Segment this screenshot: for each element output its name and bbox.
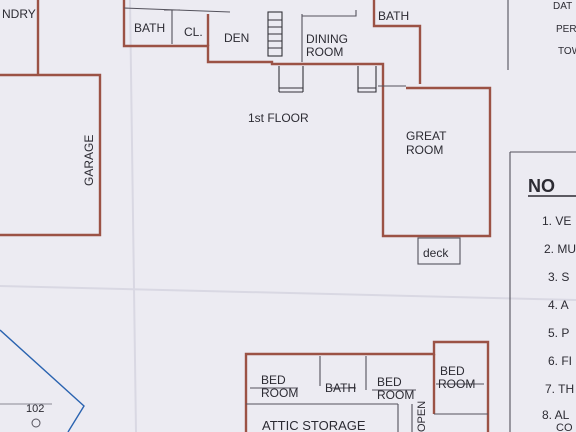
deck-outline — [417, 237, 461, 265]
top-rooms-interior-line — [123, 7, 231, 13]
bath-3-partitions — [319, 356, 367, 390]
lot-boundary-line — [0, 329, 85, 432]
note-item-6: 6. FI — [548, 354, 572, 368]
great-room-walls — [381, 68, 492, 238]
notes-header-3: TOW — [558, 46, 576, 57]
dining-room-label-1: DINING — [306, 32, 348, 46]
stairs-lower — [278, 66, 304, 93]
bedroom-2-label-2: ROOM — [377, 388, 414, 402]
dining-room-partition — [301, 10, 357, 62]
bedroom-3-label-1: BED — [440, 364, 465, 378]
stairs-upper — [267, 11, 283, 57]
bath-2-walls — [372, 0, 422, 84]
notes-header-1: DAT — [553, 1, 572, 12]
bedroom-3-label-2: ROOM — [438, 377, 475, 391]
lot-number-label: 102 — [26, 403, 44, 415]
great-room-label-2: ROOM — [406, 143, 443, 157]
laundry-label: NDRY — [2, 7, 36, 21]
notes-header-2: PER — [556, 24, 576, 35]
bedroom-door-lines — [250, 387, 416, 391]
note-item-7: 7. TH — [545, 382, 574, 396]
top-rooms-outer-wall — [122, 0, 385, 68]
den-label: DEN — [224, 31, 249, 45]
note-item-8: 8. AL — [542, 408, 570, 422]
open-label: OPEN — [416, 401, 428, 432]
bedroom-1-label-1: BED — [261, 373, 286, 387]
garage-label: GARAGE — [82, 135, 96, 186]
closet-label: CL. — [184, 25, 203, 39]
bedroom-1-label-2: ROOM — [261, 386, 298, 400]
note-item-2: 2. MU — [544, 242, 576, 256]
attic-partitions — [246, 403, 488, 432]
great-room-label-1: GREAT — [406, 129, 447, 143]
bath-3-label: BATH — [325, 381, 356, 395]
note-item-8-cont: CO — [556, 422, 573, 432]
deck-label: deck — [423, 246, 449, 260]
bedroom-2-label-1: BED — [377, 375, 402, 389]
garage-walls — [0, 73, 102, 237]
note-item-3: 3. S — [548, 270, 569, 284]
dining-room-label-2: ROOM — [306, 45, 343, 59]
notes-panel-border — [509, 151, 576, 432]
entry-step — [357, 66, 377, 93]
note-item-5: 5. P — [548, 326, 569, 340]
bath-1-label: BATH — [134, 21, 165, 35]
second-floor-outer-walls — [244, 340, 490, 432]
note-item-4: 4. A — [548, 298, 569, 312]
closet-partition — [164, 9, 180, 44]
bath-2-label: BATH — [378, 9, 409, 23]
paper-fold-vertical — [129, 0, 137, 432]
paper-fold-horizontal — [0, 285, 576, 301]
lot-marker-icon — [31, 418, 41, 428]
note-item-1: 1. VE — [542, 214, 571, 228]
notes-title: NO — [528, 176, 555, 196]
first-floor-label: 1st FLOOR — [248, 111, 309, 125]
attic-storage-label: ATTIC STORAGE — [262, 418, 366, 432]
